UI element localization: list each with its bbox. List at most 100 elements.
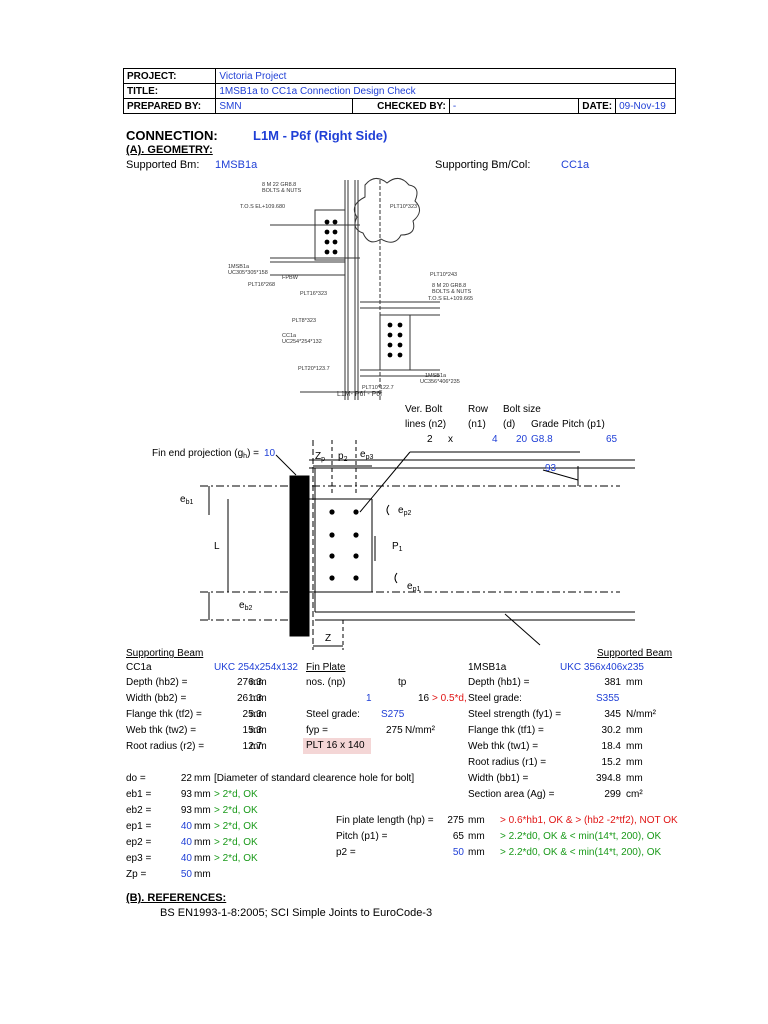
fin-fyp-value: 275 [386, 725, 403, 736]
drawing-note: BOLTS & NUTS [432, 289, 472, 295]
check-value: 40 [180, 837, 192, 848]
check-note: > 2*d, OK [214, 853, 258, 864]
supported-row-value: 345 [604, 709, 621, 720]
drawing-note: UC254*254*132 [282, 339, 322, 345]
supported-bm-value: 1MSB1a [215, 159, 258, 171]
check-label: Zp = [126, 869, 147, 880]
fin-check-value: 65 [452, 831, 464, 842]
drawing-note: UC356*406*235 [420, 379, 460, 385]
fin-end-value: 10 [264, 448, 276, 459]
supported-row-value: 30.2 [601, 725, 621, 736]
check-label: do = [126, 773, 146, 784]
supporting-value: CC1a [561, 159, 590, 171]
supporting-row-unit: mm [250, 693, 267, 704]
check-note: > 2*d, OK [214, 821, 258, 832]
supporting-row-value: 15.3 [242, 725, 262, 736]
drawing-note: PLT20*123.7 [298, 366, 330, 372]
supported-row-label: Steel grade: [468, 693, 522, 704]
drawing-note: PLT10*122.7 [362, 385, 394, 391]
fin-check-unit: mm [468, 847, 485, 858]
connection-value: L1M - P6f (Right Side) [253, 128, 388, 143]
label-L: L [214, 541, 220, 552]
check-label: eb1 = [126, 789, 152, 800]
title-value: 1MSB1a to CC1a Connection Design Check [215, 83, 676, 99]
date-label: DATE: [577, 98, 617, 114]
drawing-note: 1MSB1a [425, 373, 447, 379]
header-table: PROJECT: Victoria Project TITLE: 1MSB1a … [122, 68, 676, 114]
drawing-caption: L1M- P6f - P6f [337, 391, 382, 398]
label-ep2: ep2 [398, 505, 412, 517]
supporting-row-label: Depth (hb2) = [126, 677, 188, 688]
supported-row-unit: mm [626, 741, 643, 752]
supported-row-unit: mm [626, 757, 643, 768]
fin-check-note: > 0.6*hb1, OK & > (hb2 -2*tf2), NOT OK [500, 815, 678, 826]
supported-row-unit: cm² [626, 789, 643, 800]
supported-row-label: Width (bb1) = [468, 773, 529, 784]
drawing-note: FPBW [282, 275, 299, 281]
supporting-row-unit: mm [250, 725, 267, 736]
fin-check-note: > 2.2*d0, OK & < min(14*t, 200), OK [500, 847, 662, 858]
label-eb2: eb2 [239, 600, 253, 612]
project-label: PROJECT: [122, 68, 217, 84]
check-unit: mm [194, 773, 211, 784]
check-value: 93 [180, 789, 192, 800]
fin-check-unit: mm [468, 831, 485, 842]
checked-label: CHECKED BY: [352, 98, 450, 114]
supported-bm-label: Supported Bm: [126, 159, 200, 171]
drawing-note: PLT16*268 [248, 282, 275, 288]
check-unit: mm [194, 853, 211, 864]
drawing-note: 8 M 20 GR8.8 [432, 283, 466, 289]
check-value: 40 [180, 853, 192, 864]
label-ep3: ep3 [360, 449, 374, 461]
fin-check-note: > 2.2*d0, OK & < min(14*t, 200), OK [500, 831, 662, 842]
fin-end-label: Fin end projection (gh) = [152, 448, 260, 460]
title-label: TITLE: [122, 83, 217, 99]
bolt-grade: G8.8 [531, 434, 553, 445]
label-z: Z [325, 633, 332, 644]
fin-check-value: 275 [447, 815, 464, 826]
label-zp: Zp [315, 451, 326, 463]
date-value: 09-Nov-19 [615, 98, 676, 114]
dim-93: 93 [545, 463, 557, 474]
supporting-row-value: 25.3 [242, 709, 262, 720]
supporting-heading: Supporting Beam [126, 648, 204, 659]
fin-check-label: Fin plate length (hp) = [336, 815, 434, 826]
prepared-value: SMN [215, 98, 354, 114]
supported-row-value: 394.8 [595, 773, 621, 784]
drawing-note: UC305*305*158 [228, 270, 268, 276]
supporting-row-value: 12.7 [242, 741, 262, 752]
references-heading: (B). REFERENCES: [126, 892, 227, 904]
fin-plate-size: PLT 16 x 140 [303, 738, 371, 754]
supporting-label: Supporting Bm/Col: [435, 159, 531, 171]
drawing-note: PLT16*323 [300, 291, 327, 297]
supporting-row-label: Root radius (r2) = [126, 741, 205, 752]
bolt-header-2: Row [468, 404, 489, 415]
check-unit: mm [194, 869, 211, 880]
bolt-pitch: 65 [606, 434, 618, 445]
supported-heading: Supported Beam [597, 648, 673, 659]
drawing-note: PLT10*243 [430, 272, 457, 278]
references-text: BS EN1993-1-8:2005; SCI Simple Joints to… [160, 907, 433, 919]
bolt-n2: 2 [427, 434, 433, 445]
bolt-header-n1: (n1) [468, 419, 486, 430]
supporting-row-label: Web thk (tw2) = [126, 725, 197, 736]
label-eb1: eb1 [180, 494, 194, 506]
supporting-row-label: Flange thk (tf2) = [126, 709, 202, 720]
supporting-section: UKC 254x254x132 [214, 662, 298, 673]
check-note: [Diameter of standard clearence hole for… [214, 773, 415, 784]
bolt-header-1: Ver. Bolt [405, 404, 443, 415]
supporting-name: CC1a [126, 662, 152, 673]
supported-row-unit: mm [626, 725, 643, 736]
bolt-d: 20 [516, 434, 528, 445]
check-note: > 2*d, OK [214, 805, 258, 816]
fin-check-label: p2 = [336, 847, 356, 858]
supported-row-value: S355 [596, 693, 620, 704]
supported-row-value: 381 [604, 677, 621, 688]
geometry-heading: (A). GEOMETRY: [126, 144, 213, 156]
fin-tp-value: 16 [418, 693, 430, 704]
check-unit: mm [194, 789, 211, 800]
supported-row-value: 299 [604, 789, 621, 800]
drawing-note: PLT10*323 [390, 204, 417, 210]
